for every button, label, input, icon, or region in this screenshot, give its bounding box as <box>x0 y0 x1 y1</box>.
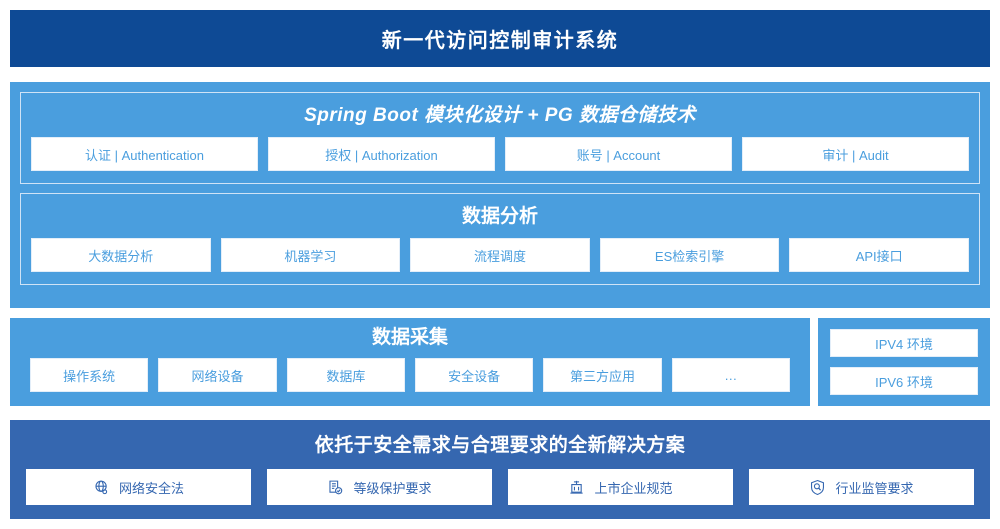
analysis-item-row: 大数据分析 机器学习 流程调度 ES检索引擎 API接口 <box>31 238 969 272</box>
analysis-group: 数据分析 大数据分析 机器学习 流程调度 ES检索引擎 API接口 <box>20 193 980 285</box>
collection-item-security-device[interactable]: 安全设备 <box>414 358 534 392</box>
platform-group: Spring Boot 模块化设计 + PG 数据仓储技术 认证 | Authe… <box>20 92 980 184</box>
compliance-item-cybersecurity-law[interactable]: 网络安全法 <box>26 469 251 505</box>
compliance-item-label: 网络安全法 <box>118 480 184 496</box>
shield-search-icon <box>809 479 826 496</box>
bank-building-icon <box>568 479 585 496</box>
platform-group-title: Spring Boot 模块化设计 + PG 数据仓储技术 <box>304 105 696 126</box>
page-title: 新一代访问控制审计系统 <box>381 30 619 52</box>
compliance-item-row: 网络安全法 等级保护要求 <box>26 469 974 505</box>
environment-inner: IPV4 环境 IPV6 环境 <box>818 318 990 406</box>
collection-inner: 数据采集 操作系统 网络设备 数据库 安全设备 第三方应用 … <box>10 318 810 402</box>
compliance-item-classified-protection[interactable]: 等级保护要求 <box>267 469 492 505</box>
analysis-item-es-search-engine[interactable]: ES检索引擎 <box>599 238 780 272</box>
collection-title: 数据采集 <box>371 327 448 348</box>
collection-item-network-device[interactable]: 网络设备 <box>158 358 277 392</box>
analysis-item-bigdata[interactable]: 大数据分析 <box>31 238 211 272</box>
page-header: 新一代访问控制审计系统 <box>10 10 990 67</box>
analysis-item-api[interactable]: API接口 <box>789 238 969 272</box>
collection-item-row: 操作系统 网络设备 数据库 安全设备 第三方应用 … <box>30 358 790 392</box>
compliance-title: 依托于安全需求与合理要求的全新解决方案 <box>314 435 686 456</box>
platform-item-account[interactable]: 账号 | Account <box>505 137 732 171</box>
collection-item-more[interactable]: … <box>671 358 790 392</box>
globe-network-icon <box>93 479 110 496</box>
compliance-item-industry-regulation[interactable]: 行业监管要求 <box>749 469 974 505</box>
platform-item-row: 认证 | Authentication 授权 | Authorization 账… <box>31 137 969 171</box>
collection-panel: 数据采集 操作系统 网络设备 数据库 安全设备 第三方应用 … <box>10 318 810 406</box>
environment-item-ipv4[interactable]: IPV4 环境 <box>830 329 978 357</box>
collection-item-operating-system[interactable]: 操作系统 <box>30 358 149 392</box>
compliance-inner: 依托于安全需求与合理要求的全新解决方案 网络安全法 <box>10 420 990 519</box>
platform-item-audit[interactable]: 审计 | Audit <box>742 137 969 171</box>
compliance-item-label: 行业监管要求 <box>835 480 914 496</box>
collection-item-database[interactable]: 数据库 <box>286 358 405 392</box>
analysis-item-process-scheduling[interactable]: 流程调度 <box>410 238 590 272</box>
environment-panel: IPV4 环境 IPV6 环境 <box>818 318 990 406</box>
collection-item-third-party-app[interactable]: 第三方应用 <box>543 358 662 392</box>
compliance-item-label: 上市企业规范 <box>594 480 673 496</box>
environment-item-ipv6[interactable]: IPV6 环境 <box>830 367 978 395</box>
compliance-panel: 依托于安全需求与合理要求的全新解决方案 网络安全法 <box>10 420 990 519</box>
document-check-icon <box>327 479 344 496</box>
compliance-item-listed-company-standard[interactable]: 上市企业规范 <box>508 469 733 505</box>
analysis-item-machine-learning[interactable]: 机器学习 <box>220 238 401 272</box>
platform-panel: Spring Boot 模块化设计 + PG 数据仓储技术 认证 | Authe… <box>10 82 990 308</box>
platform-item-authentication[interactable]: 认证 | Authentication <box>31 137 258 171</box>
analysis-group-title: 数据分析 <box>461 206 538 227</box>
platform-item-authorization[interactable]: 授权 | Authorization <box>268 137 495 171</box>
compliance-item-label: 等级保护要求 <box>353 480 432 496</box>
